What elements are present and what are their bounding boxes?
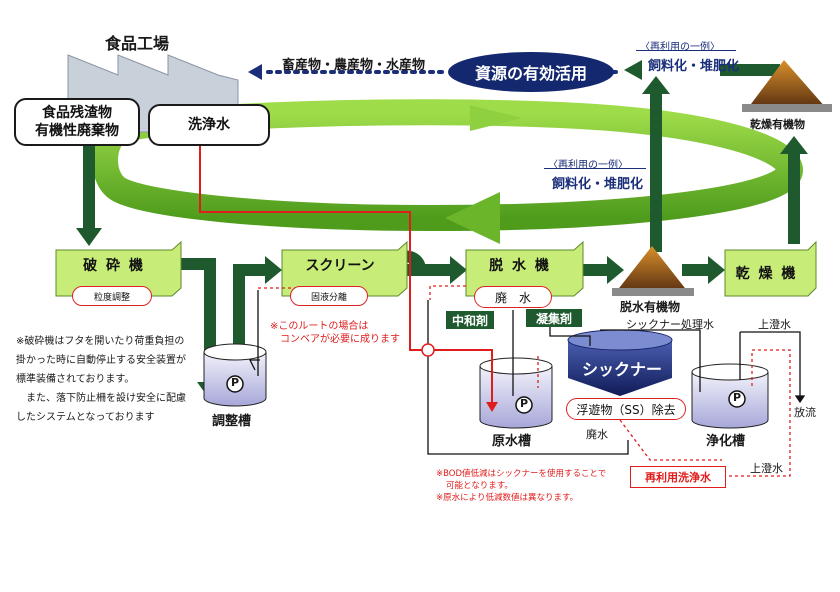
dewater-machine: 脱 水 機: [466, 254, 574, 276]
ss-removal-note: 浮遊物（SS）除去: [566, 398, 686, 420]
dry-organic-pile: [748, 60, 826, 108]
flow-arrows: [76, 60, 808, 400]
wash-water-label: 洗浄水: [188, 117, 230, 133]
raw-pump-label: P: [520, 397, 529, 410]
wash-water-box: 洗浄水: [148, 104, 270, 146]
reuse-water-box: 再利用洗浄水: [630, 466, 726, 488]
pumps: [226, 375, 746, 414]
organic-waste-label: 有機性廃棄物: [35, 123, 119, 139]
safety-note: ※破砕機はフタを開いたり荷重負担の 掛かった時に自動停止する安全装置が 標準装備…: [16, 336, 186, 423]
adjust-pump-label: P: [231, 376, 240, 389]
reuse-top-uses: 飼料化・堆肥化: [648, 59, 740, 74]
dewater-label: 脱 水 機: [489, 258, 551, 274]
purify-pump-label: P: [733, 391, 742, 404]
adjust-tank-label: 調整槽: [212, 414, 252, 429]
wash-water-line: [199, 142, 498, 412]
thickener-treated-water: シックナー処理水: [626, 318, 714, 331]
reuse-top-caption: 〈再利用の一例〉: [640, 42, 720, 53]
neutralizer-tag: 中和剤: [446, 311, 494, 329]
dewatered-organic-pile: [616, 246, 688, 292]
dryer-machine: 乾 燥 機: [725, 262, 808, 284]
conveyor-note: ※このルートの場合は コンベアが必要に成ります: [270, 321, 400, 345]
dewater-note: 廃 水: [474, 286, 552, 308]
dry-product-label: 乾燥有機物: [750, 118, 805, 131]
resource-title: 資源の有効活用: [474, 64, 587, 83]
factory-title: 食品工場: [105, 34, 170, 53]
reuse-mid-uses: 飼料化・堆肥化: [552, 177, 644, 192]
screen-note: 固液分離: [290, 286, 368, 306]
supernatant-label-1: 上澄水: [758, 318, 791, 331]
coagulant-tag: 凝集剤: [526, 309, 582, 327]
pipes: [248, 290, 806, 455]
bod-note: ※BOD値低減はシックナーを使用することで 可能となります。 ※原水により低減数…: [436, 469, 607, 503]
dryer-label: 乾 燥 機: [735, 266, 798, 282]
screen-label: スクリーン: [305, 258, 375, 274]
thickener-label: シックナー: [582, 360, 663, 379]
reuse-mid-caption: 〈再利用の一例〉: [548, 160, 628, 171]
dewatered-product-label: 脱水有機物: [620, 300, 681, 314]
crusher-machine: 破 砕 機: [56, 254, 172, 276]
supernatant-label-2: 上澄水: [750, 462, 783, 475]
thickener-tank: [567, 329, 673, 396]
resource-title-ellipse: 資源の有効活用: [448, 52, 614, 92]
products-label: 畜産物・農産物・水産物: [282, 58, 426, 73]
crusher-note: 粒度調整: [72, 286, 152, 306]
screen-machine: スクリーン: [282, 254, 398, 276]
discharge-label: 放流: [794, 406, 816, 419]
raw-tank-label: 原水槽: [492, 434, 532, 449]
food-waste-label: 食品残渣物: [42, 105, 112, 121]
waste-water-label: 廃水: [586, 428, 608, 441]
machine-bodies: [55, 240, 817, 297]
crusher-label: 破 砕 機: [83, 258, 145, 274]
food-waste-box: 食品残渣物 有機性廃棄物: [14, 98, 140, 146]
recycle-ring: [92, 99, 804, 244]
purify-tank-label: 浄化槽: [706, 434, 746, 449]
